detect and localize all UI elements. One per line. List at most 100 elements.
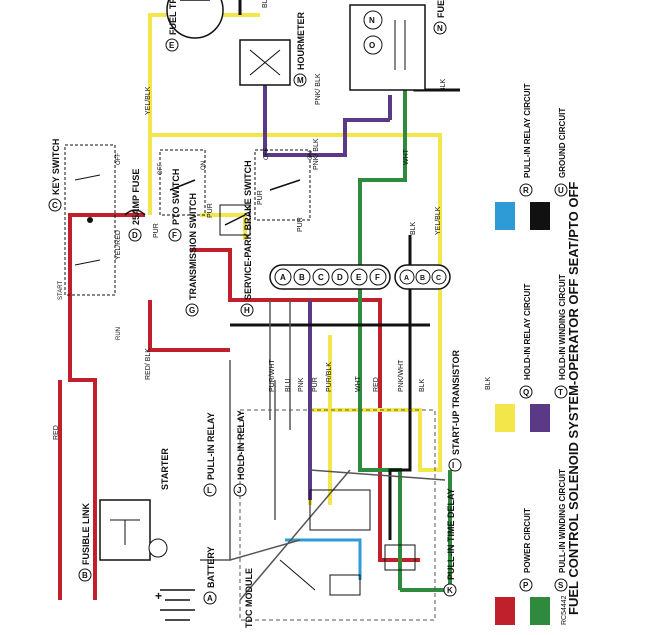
pull-in-time-delay-label-letter: K	[447, 586, 453, 595]
svg-text:O: O	[369, 41, 375, 50]
wire-label-pur-blk: PUR/BLK	[326, 362, 333, 392]
hourmeter	[239, 39, 291, 86]
fuel-shutoff-solenoid-label: FUEL SHUTOFF SOLENOID	[436, 0, 446, 18]
wire-label-pnk-blk-1: PNK/ BLK	[313, 138, 320, 170]
connector-1-pin	[274, 268, 292, 286]
fuel-transfer-pump	[166, 0, 224, 39]
connector-1-pin-label: E	[356, 273, 362, 282]
pull-in-relay-label: PULL-IN RELAY	[206, 412, 216, 480]
pull-in-relay-wire	[285, 538, 362, 580]
legend-r-badge	[519, 183, 533, 197]
signal-wire	[200, 300, 446, 601]
brake-off-label: OFF	[264, 148, 270, 160]
wire-label-pur-5: PUR	[312, 377, 319, 392]
connector-2-pin	[399, 269, 415, 285]
svg-text:+: +	[155, 589, 162, 603]
legend-t-badge	[554, 385, 568, 399]
connector-1-pin-label: A	[280, 273, 286, 282]
key-switch-label-letter: C	[52, 201, 58, 210]
legend-label: GROUND CIRCUIT	[558, 108, 567, 178]
wire-label-yel-blk-1: YEL/BLK	[435, 206, 442, 235]
wire-label-pnk-blk-2: PNK/ BLK	[315, 73, 322, 105]
connector-1-pin-label: F	[375, 273, 380, 282]
legend-swatch	[495, 202, 515, 230]
battery-label-badge	[203, 591, 217, 605]
legend-q-letter: Q	[523, 388, 529, 397]
pull-in-time-delay-label: PULL-IN TIME DELAY	[446, 488, 456, 580]
legend-p-letter: P	[523, 581, 529, 590]
legend-label: HOLD-IN RELAY CIRCUIT	[523, 283, 532, 380]
fuel-transfer-pump-label-letter: E	[169, 41, 175, 50]
legend-swatch	[495, 404, 515, 432]
pto-on-label: ON	[201, 161, 207, 170]
connector-1-pin-label: D	[337, 273, 343, 282]
hold-in-winding-wire	[263, 80, 392, 500]
service-park-brake-label: SERVICE-PARK BRAKE SWITCH	[243, 160, 253, 300]
tdc-module-label: TDC MODULE	[244, 568, 254, 628]
wire-label-yel-blk-2: YEL/BLK	[145, 86, 152, 115]
fusible-link-label-badge	[78, 568, 92, 582]
connector-2-pin-label: C	[436, 275, 441, 282]
fuel-transfer-pump-label: FUEL TRANSFER PUMP	[168, 0, 178, 35]
wire-label-blu: BLU	[285, 378, 292, 392]
wire-label-pur-2: PUR	[207, 203, 214, 218]
wire-label-wht-2: WHT	[403, 148, 410, 165]
start-up-transistor-label-badge	[448, 458, 462, 472]
legend-label: PULL-IN RELAY CIRCUIT	[523, 83, 532, 178]
pull-in-relay-label-badge	[203, 483, 217, 497]
wire-label-blk-4: BLK	[485, 376, 492, 390]
starter-label: STARTER	[160, 448, 170, 490]
fuse-label-badge	[128, 228, 142, 242]
service-park-brake-label-letter: H	[244, 306, 250, 315]
wire-label-pnk: PNK	[298, 377, 305, 392]
key-switch	[64, 144, 116, 296]
pto-switch-label-badge	[168, 228, 182, 242]
pto-off-label: OFF	[158, 163, 164, 175]
hourmeter-label-letter: M	[297, 76, 304, 85]
fuel-transfer-pump-label-badge	[165, 38, 179, 52]
hold-in-relay-label-badge	[233, 483, 247, 497]
battery-label-letter: A	[207, 594, 213, 603]
wire-label-pur-wht: PUR/WHT	[269, 359, 276, 392]
wire-label-pnk-wht: PNK/WHT	[398, 359, 405, 392]
service-park-brake-switch	[254, 149, 311, 221]
brake-on-label: ON	[308, 151, 314, 160]
legend-q-badge	[519, 385, 533, 399]
connector-2-pin-label: A	[404, 275, 409, 282]
connector-1-pin	[350, 268, 368, 286]
transmission-switch-label-letter: G	[189, 306, 195, 315]
legend-swatch	[530, 202, 550, 230]
hourmeter-label-badge	[293, 73, 307, 87]
legend-label: HOLD-IN WINDING CIRCUIT	[558, 274, 567, 380]
legend-u-letter: U	[558, 186, 564, 195]
connector-1-pin	[312, 268, 330, 286]
connector-1-pin	[331, 268, 349, 286]
fuse-label-letter: D	[132, 231, 138, 240]
figure-code: RC54442	[561, 595, 568, 625]
legend-s-badge	[554, 578, 568, 592]
key-run-label: RUN	[116, 327, 122, 340]
legend-swatch	[495, 597, 515, 625]
connector-1-pin-label: C	[318, 273, 324, 282]
key-switch-label: KEY SWITCH	[51, 139, 61, 195]
connector-1-pin	[293, 268, 311, 286]
fusible-link-label: FUSIBLE LINK	[81, 503, 91, 565]
legend-u-badge	[554, 183, 568, 197]
wire-label-pur-4: PUR	[297, 217, 304, 232]
legend-swatch	[530, 597, 550, 625]
fuse-25amp	[124, 209, 146, 216]
svg-text:N: N	[369, 16, 375, 25]
starter	[99, 499, 168, 561]
wire-label-blk-1: BLK	[419, 378, 426, 392]
wire-label-blk-2: BLK	[410, 221, 417, 235]
legend-t-letter: T	[558, 388, 563, 397]
legend-s-letter: S	[558, 581, 564, 590]
legend-p-badge	[519, 578, 533, 592]
wire-label-wht: WHT	[355, 375, 362, 392]
transmission-switch-label-badge	[185, 303, 199, 317]
connector-1-pin-label: B	[299, 273, 305, 282]
